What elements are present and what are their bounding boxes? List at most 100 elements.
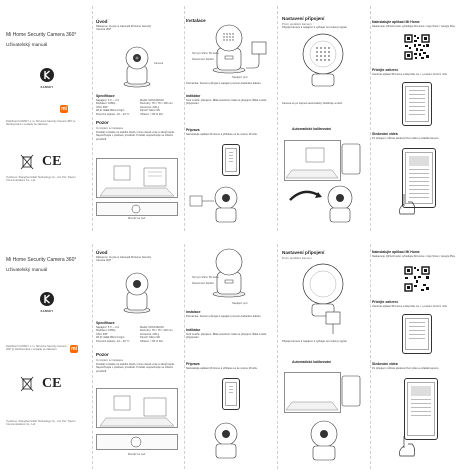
add-device-heading: Přidejte zařízení: [372, 300, 398, 304]
intro-title: Úvod: [96, 250, 108, 255]
connection-panel: Nastavení připojení První spuštění kamer…: [282, 244, 368, 469]
precautions-title: Pozor: [96, 352, 109, 357]
room-illustration: [96, 388, 178, 428]
phone-video-illustration: [402, 148, 436, 208]
sd-slot-label: Slot pro Micro SD kartu: [192, 52, 219, 55]
fold-line: [370, 6, 371, 231]
fold-line: [184, 6, 185, 231]
auto-calibration-heading: Automatické kalibrování: [292, 127, 332, 131]
room-calibration-illustration: [284, 140, 361, 223]
distributor-text: Distributor KANSKY s.r.o. Mi Home Securi…: [6, 345, 67, 352]
manufacturer-text: Vyrobeno: Shanghai Imilab Technology Co.…: [6, 176, 76, 183]
mount-illustration: [96, 434, 178, 450]
install-note: Poznámka: Kameru připojte k napájení pom…: [186, 315, 262, 318]
phone-app-illustration: [402, 82, 432, 126]
download-heading: Nainstalujte aplikaci Mi Home: [372, 20, 420, 24]
manual-sheet-top: Mi Home Security Camera 360° Uživatelský…: [0, 6, 474, 231]
room-calibration-illustration: [284, 372, 361, 461]
intro-lead: Děkujeme, že jste si zakoupili Mi Home S…: [96, 256, 152, 263]
manufacturer-text: Vyrobeno: Shanghai Imilab Technology Co.…: [6, 420, 76, 427]
camera-illustration: [123, 46, 151, 88]
spec-right: Model: MJSXJ02CM Rozměry: 78 × 78 × 118 …: [140, 99, 173, 116]
connection-title: Nastavení připojení: [282, 16, 325, 21]
spec-left: Napájení: 5 V ⎓ 2 A Rozlišení: 1080p Úhe…: [96, 99, 130, 116]
video-heading: Sledování videa: [372, 132, 398, 136]
mi-logo: mi: [60, 105, 68, 113]
intro-title: Úvod: [96, 19, 108, 24]
power-port-label: Napájecí port: [232, 302, 248, 305]
power-port-label: Napájecí port: [232, 76, 248, 79]
intro-panel: Úvod Děkujeme, že jste si zakoupili Mi H…: [96, 244, 182, 469]
precautions-title: Pozor: [96, 120, 109, 125]
download-text: Naskenujte QR kód nebo vyhledejte Mi Hom…: [372, 25, 456, 28]
install-note: Poznámka: Kameru připojte k napájení pom…: [186, 82, 262, 85]
app-panel: Nainstalujte aplikaci Mi Home Naskenujte…: [372, 6, 470, 231]
spec-heading: Specifikace: [96, 321, 115, 325]
room-illustration: [96, 158, 178, 198]
connection-body: Kamera se po zapnutí automaticky zkalibr…: [282, 102, 343, 105]
connection-text: Připojte kameru k napájení a vyčkejte na…: [282, 340, 348, 343]
qr-code-icon: [404, 266, 430, 292]
precautions-subtitle: Umístění a instalace: [96, 126, 124, 130]
fold-line: [92, 6, 93, 231]
indicator-text: Svítí modře: připojeno. Bliká oranžově: …: [186, 99, 267, 106]
manual-sheet-bottom: Mi Home Security Camera 360° Uživatelský…: [0, 244, 474, 469]
precautions-text: Produkt umístěte na stabilní plochu mimo…: [96, 131, 175, 141]
cover-panel: Mi Home Security Camera 360° Uživatelský…: [4, 244, 88, 469]
manual-title: Uživatelský manuál: [6, 268, 48, 273]
ce-mark: CE: [42, 154, 62, 169]
download-text: Naskenujte QR kód nebo vyhledejte Mi Hom…: [372, 255, 456, 258]
connection-panel: Nastavení připojení První spuštění kamer…: [282, 6, 368, 231]
fold-line: [370, 244, 371, 469]
product-name: Mi Home Security Camera 360°: [6, 257, 77, 263]
mi-logo: mi: [70, 345, 78, 353]
installation-title: Instalace: [186, 310, 201, 314]
brand-name: KANSKY: [40, 86, 54, 89]
camera-front-illustration: [302, 33, 344, 87]
cover-panel: Mi Home Security Camera 360° Uživatelský…: [4, 6, 88, 231]
intro-panel: Úvod Děkujeme, že jste si zakoupili Mi H…: [96, 6, 182, 231]
precautions-text: Produkt umístěte na stabilní plochu mimo…: [96, 363, 175, 373]
mount-label: Montáž na zeď: [128, 217, 146, 220]
download-heading: Nainstalujte aplikaci Mi Home: [372, 250, 420, 254]
power-adapter-illustration: [325, 311, 341, 334]
mount-label: Montáž na zeď: [128, 453, 146, 456]
sd-slot-label: Slot pro Micro SD kartu: [192, 276, 219, 279]
add-device-text: Otevřete aplikaci Mi Home a klepněte na …: [372, 73, 448, 76]
preparation-text: Nainstalujte aplikaci Mi Home a přihlast…: [186, 133, 258, 136]
spec-right: Model: MJSXJ02CM Rozměry: 78 × 78 × 118 …: [140, 326, 173, 343]
video-text: Po připojení můžete sledovat živé video …: [372, 137, 440, 140]
manual-title: Uživatelský manuál: [6, 43, 48, 48]
qr-code-icon: [404, 34, 430, 60]
auto-calibration-heading: Automatické kalibrování: [292, 360, 332, 364]
spec-left: Napájení: 5 V ⎓ 2 A Rozlišení: 1080p Úhe…: [96, 326, 130, 343]
indicator-heading: Indikátor: [186, 328, 201, 332]
phone-illustration: [222, 144, 240, 176]
installation-panel: Instalace Slot pro Micro SD kartu Reseto…: [186, 6, 272, 231]
connection-text: Připojte kameru k napájení a vyčkejte na…: [282, 26, 348, 29]
hand-illustration: [399, 436, 416, 457]
distributor-text: Distributor KANSKY s.r.o. Mi Home Securi…: [6, 120, 76, 127]
camera-back-illustration: [212, 248, 246, 298]
camera-setup-illustration: [214, 422, 238, 459]
installation-title: Instalace: [186, 18, 206, 23]
kansky-logo: [40, 292, 54, 306]
connection-title: Nastavení připojení: [282, 250, 325, 255]
weee-icon: [20, 154, 34, 175]
reset-label: Resetovací tlačítko: [192, 58, 214, 61]
camera-back-illustration: [212, 24, 246, 74]
product-name: Mi Home Security Camera 360°: [6, 32, 77, 38]
connection-subtitle: První spuštění kamery: [282, 22, 312, 26]
intro-lead: Děkujeme, že jste si zakoupili Mi Home S…: [96, 25, 152, 32]
app-panel: Nainstalujte aplikaci Mi Home Naskenujte…: [372, 244, 470, 469]
ce-mark: CE: [42, 376, 62, 391]
kansky-logo: [40, 68, 54, 82]
phone-video-illustration: [404, 378, 438, 440]
preparation-heading: Příprava: [186, 128, 200, 132]
connection-subtitle: První spuštění kamery: [282, 256, 312, 260]
mount-illustration: [96, 202, 178, 216]
preparation-heading: Příprava: [186, 362, 200, 366]
phone-illustration: [222, 378, 240, 410]
precautions-subtitle: Umístění a instalace: [96, 358, 124, 362]
installation-panel: Slot pro Micro SD kartu Resetovací tlačí…: [186, 244, 272, 469]
